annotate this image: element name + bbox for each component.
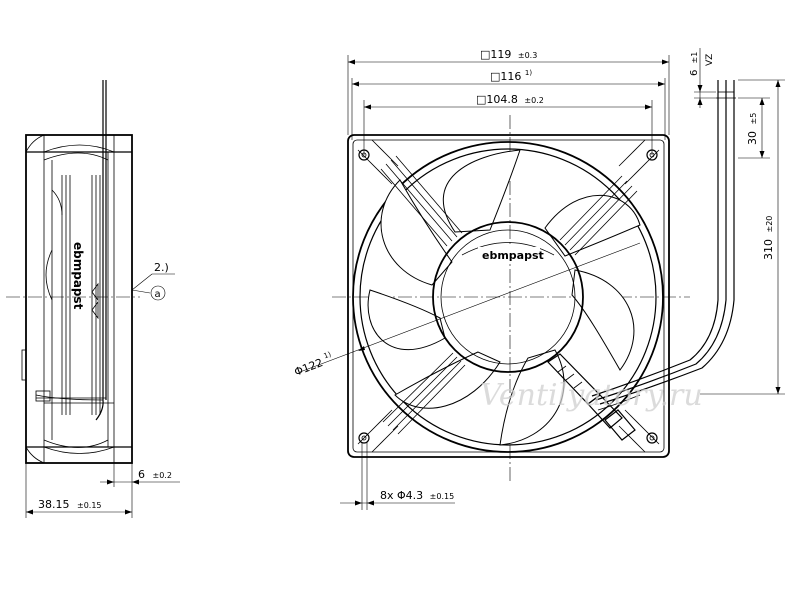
hub-brand-label: ebmpapst <box>482 249 544 262</box>
svg-text:6 ±0.2: 6 ±0.2 <box>138 468 172 481</box>
fan-blade-5 <box>499 349 565 446</box>
side-view-body <box>25 134 133 464</box>
venturi-ring-inner <box>359 148 657 446</box>
dim-cable-length-tol: ±20 <box>765 216 774 233</box>
cable <box>591 80 736 405</box>
dim-strip-length-tol: ±5 <box>749 113 758 125</box>
callout-group: 2.) a <box>131 261 175 301</box>
svg-text:6 ±1: 6 ±1 <box>689 52 700 76</box>
cable-connector <box>547 353 641 441</box>
dim-frame-outer-tol: ±0.3 <box>518 51 537 60</box>
fan-blade-3 <box>367 289 446 351</box>
mounting-holes <box>358 149 658 444</box>
dim-holes-value: 8x Φ4.3 <box>380 489 423 502</box>
dim-wire-end-value: 6 <box>689 70 700 76</box>
dim-hole-spacing-value: □104.8 <box>476 93 518 106</box>
dim-frame-mid-note: 1) <box>525 69 532 77</box>
fan-blade-1 <box>442 149 521 233</box>
fan-blade-7 <box>544 194 641 257</box>
dim-cable-length-value: 310 <box>762 239 775 260</box>
watermark: Ventilyatory.ru <box>480 378 703 413</box>
dim-flange-tol: ±0.2 <box>153 471 172 480</box>
svg-text:8x Φ4.3 ±0.15: 8x Φ4.3 ±0.15 <box>380 489 454 502</box>
mounting-hole-bottom-right <box>646 432 658 444</box>
venturi-ring-outer <box>352 141 664 453</box>
dim-hole-spacing-tol: ±0.2 <box>524 96 543 105</box>
fan-frame-outer <box>347 134 670 458</box>
callout-marker-circle <box>150 285 166 301</box>
callout-note-2: 2.) <box>154 261 169 274</box>
dim-frame-mid-value: □116 <box>490 70 521 83</box>
dim-frame-outer-value: □119 <box>480 48 511 61</box>
svg-text:38.15 ±0.15: 38.15 ±0.15 <box>38 498 102 511</box>
fan-blade-2 <box>380 179 453 286</box>
svg-text:310 ±20: 310 ±20 <box>762 216 775 260</box>
svg-text:□116 1): □116 1) <box>490 69 532 83</box>
support-struts <box>380 155 638 435</box>
fan-hub <box>432 221 584 373</box>
side-view-dimensions: 38.15 ±0.15 6 ±0.2 <box>25 463 180 518</box>
dim-depth-value: 38.15 <box>38 498 70 511</box>
dim-strip-length-value: 30 <box>746 131 759 145</box>
front-view-dimensions: □119 ±0.3 □116 1) □104.8 ±0.2 8x Φ4.3 <box>340 48 785 510</box>
svg-text:□119 ±0.3: □119 ±0.3 <box>480 48 537 61</box>
dim-diameter-value: Φ122 <box>292 356 324 379</box>
dim-flange-value: 6 <box>138 468 145 481</box>
diameter-leader <box>299 242 641 373</box>
mounting-hole-bottom-left <box>358 432 370 444</box>
dim-wire-end-tol: ±1 <box>690 52 699 64</box>
svg-text:Φ122 1): Φ122 1) <box>292 350 335 379</box>
svg-text:□104.8 ±0.2: □104.8 ±0.2 <box>476 93 544 106</box>
front-view: ebmpapst Φ122 1) <box>292 80 736 482</box>
side-view-brand-label: ebmpapst <box>71 242 85 310</box>
svg-text:30 ±5: 30 ±5 <box>746 113 759 145</box>
fan-blade-4 <box>394 351 501 409</box>
dim-depth-tol: ±0.15 <box>77 501 102 510</box>
side-view: ebmpapst <box>6 80 140 464</box>
dim-diameter-note: 1) <box>323 350 333 360</box>
callout-marker-a: a <box>155 289 161 300</box>
dim-holes-tol: ±0.15 <box>430 492 455 501</box>
fan-hub-inner <box>440 229 576 365</box>
dim-wire-end-label: VZ <box>705 54 715 66</box>
